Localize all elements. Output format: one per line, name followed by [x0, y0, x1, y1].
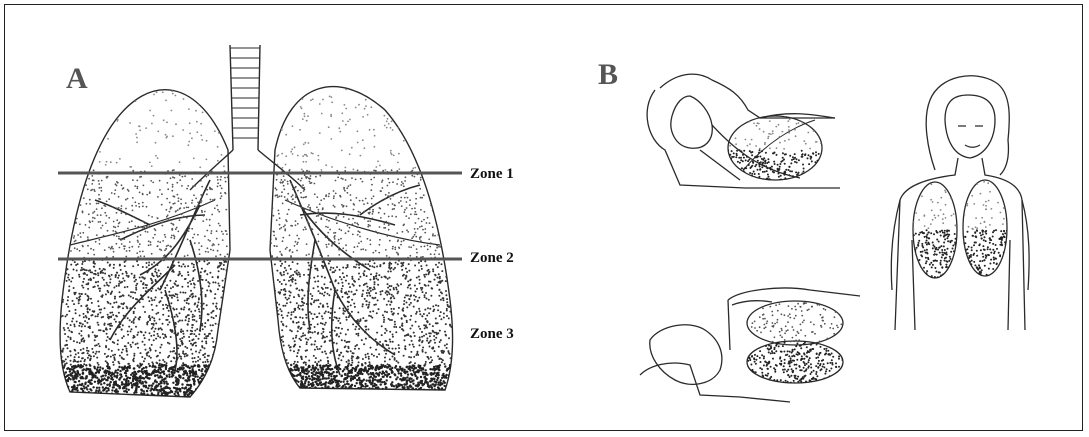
panel-b-label: B	[598, 58, 618, 91]
right-lung	[270, 87, 452, 390]
left-lung	[60, 90, 230, 397]
lateral-figure	[640, 288, 860, 402]
zone-1-label: Zone 1	[470, 166, 514, 182]
lateral-upper-lung	[747, 301, 843, 345]
upright-left-lung	[913, 182, 957, 278]
panel-a-label: A	[66, 62, 88, 95]
posture-illustrations	[640, 74, 1029, 402]
upright-figure	[891, 76, 1029, 330]
upright-lungs-illustration	[54, 45, 461, 401]
zone-3-label: Zone 3	[470, 326, 514, 342]
zone-2-label: Zone 2	[470, 250, 514, 266]
trachea	[190, 45, 305, 190]
